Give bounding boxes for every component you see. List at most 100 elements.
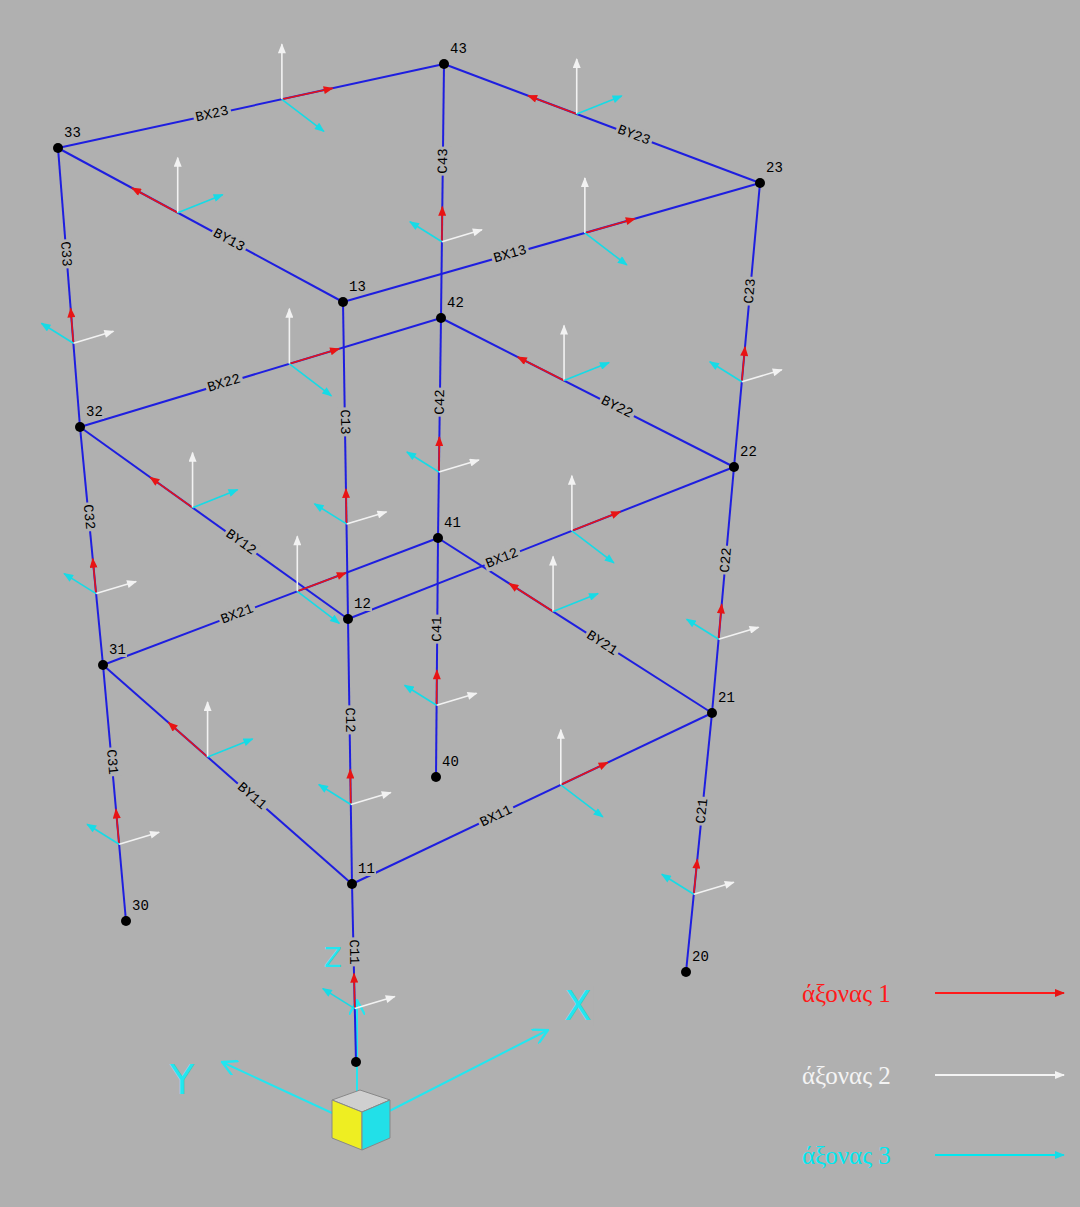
local-axis-1-arrow bbox=[694, 859, 697, 894]
joint-dot bbox=[121, 916, 131, 926]
local-axis-1-arrow bbox=[353, 974, 355, 1009]
global-axes bbox=[222, 1000, 548, 1150]
local-axis-1-arrow bbox=[572, 512, 620, 531]
joint-dot bbox=[53, 143, 63, 153]
joint-dot bbox=[707, 708, 717, 718]
joint-number: 21 bbox=[717, 691, 736, 705]
local-axis-3-arrow bbox=[41, 323, 73, 343]
local-axis-3-arrow bbox=[178, 195, 223, 213]
member-label: BX12 bbox=[482, 544, 523, 573]
local-axis-3-arrow bbox=[319, 785, 351, 805]
frame-member bbox=[58, 64, 444, 148]
axis-label: Z bbox=[322, 945, 344, 971]
joint-number: 40 bbox=[441, 755, 460, 769]
local-axis-1-arrow bbox=[518, 357, 564, 381]
local-axis-2-arrow bbox=[442, 230, 482, 242]
member-label: C31 bbox=[102, 747, 121, 778]
local-axis-1-arrow bbox=[132, 188, 178, 213]
local-axis-1-arrow bbox=[289, 349, 339, 364]
local-axis-1-arrow bbox=[349, 770, 351, 805]
frame-member bbox=[441, 318, 734, 467]
member-label: C22 bbox=[716, 545, 735, 576]
local-axis-2-arrow bbox=[355, 997, 395, 1009]
joint-dot bbox=[347, 879, 357, 889]
joints bbox=[53, 59, 765, 1067]
legend-arrow bbox=[935, 1154, 1064, 1156]
member-label: BX23 bbox=[192, 103, 232, 127]
local-axis-1-arrow bbox=[150, 477, 192, 507]
local-axis-3-arrow bbox=[585, 233, 627, 265]
local-axis-3-arrow bbox=[553, 594, 598, 612]
frame-member bbox=[80, 427, 348, 619]
member-label: C23 bbox=[741, 276, 760, 307]
member-label: BX21 bbox=[217, 600, 258, 628]
frame-member bbox=[348, 467, 734, 619]
member-label: C42 bbox=[432, 387, 448, 416]
local-axis-2-arrow bbox=[560, 730, 562, 785]
axis-label: Y bbox=[168, 1060, 196, 1100]
local-axis-1-arrow bbox=[509, 584, 553, 612]
local-axis-1-arrow bbox=[282, 88, 333, 99]
local-axis-2-arrow bbox=[351, 793, 391, 805]
local-axes bbox=[41, 44, 781, 1008]
member-label: C13 bbox=[337, 408, 353, 437]
frame-member bbox=[58, 148, 343, 302]
local-axis-1-arrow bbox=[345, 489, 347, 524]
frame-member bbox=[103, 665, 126, 921]
local-axis-3-arrow bbox=[662, 874, 694, 894]
local-axis-2-arrow bbox=[347, 512, 387, 524]
local-axis-3-arrow bbox=[572, 531, 614, 563]
frame-member bbox=[444, 64, 760, 183]
member-label: BX11 bbox=[476, 800, 517, 831]
joint-number: 42 bbox=[446, 296, 465, 310]
local-axis-3-arrow bbox=[297, 591, 339, 623]
local-axis-3-arrow bbox=[710, 362, 742, 382]
joint-number: 43 bbox=[449, 42, 468, 56]
local-axis-3-arrow bbox=[193, 490, 238, 508]
joint-number: 12 bbox=[353, 597, 372, 611]
local-axis-2-arrow bbox=[552, 557, 554, 612]
joint-number: 31 bbox=[108, 643, 127, 657]
joint-dot bbox=[98, 660, 108, 670]
frame-members bbox=[58, 64, 760, 1062]
member-label: C21 bbox=[693, 796, 712, 827]
local-axis-3-arrow bbox=[64, 574, 96, 594]
frame-member bbox=[686, 713, 712, 972]
local-axis-1-arrow bbox=[441, 207, 443, 242]
local-axis-2-arrow bbox=[571, 476, 573, 531]
local-axis-3-arrow bbox=[561, 785, 603, 817]
member-label: C33 bbox=[57, 239, 75, 269]
local-axis-2-arrow bbox=[281, 44, 283, 99]
frame-member bbox=[343, 183, 760, 302]
joint-number: 41 bbox=[443, 516, 462, 530]
local-axis-1-arrow bbox=[116, 809, 119, 844]
local-axis-1-arrow bbox=[585, 219, 635, 233]
joint-dot bbox=[351, 1057, 361, 1067]
local-axis-3-arrow bbox=[208, 739, 253, 757]
joint-number: 30 bbox=[131, 899, 150, 913]
legend-text: άξονας 2 bbox=[800, 1063, 893, 1088]
local-axis-2-arrow bbox=[192, 453, 194, 508]
member-label: C32 bbox=[79, 502, 98, 533]
member-label: BX13 bbox=[490, 242, 531, 268]
frame-member bbox=[348, 619, 352, 884]
local-axis-2-arrow bbox=[584, 178, 586, 233]
local-axis-2-arrow bbox=[439, 460, 479, 472]
local-axis-3-arrow bbox=[323, 989, 355, 1009]
local-axis-3-arrow bbox=[687, 619, 719, 639]
local-axis-2-arrow bbox=[207, 702, 209, 757]
local-axis-1-arrow bbox=[438, 437, 440, 472]
local-axis-1-arrow bbox=[528, 96, 577, 114]
joint-dot bbox=[433, 533, 443, 543]
frame-member bbox=[438, 538, 712, 713]
local-axis-1-arrow bbox=[93, 559, 96, 594]
local-axis-2-arrow bbox=[742, 370, 782, 382]
local-axis-2-arrow bbox=[119, 832, 159, 844]
legend-arrows bbox=[935, 993, 1064, 1155]
legend-text: άξονας 3 bbox=[800, 1143, 893, 1168]
frame-member bbox=[712, 467, 734, 713]
member-label: BY11 bbox=[233, 778, 272, 815]
axis-label: X bbox=[562, 986, 593, 1026]
joint-number: 23 bbox=[765, 161, 784, 175]
